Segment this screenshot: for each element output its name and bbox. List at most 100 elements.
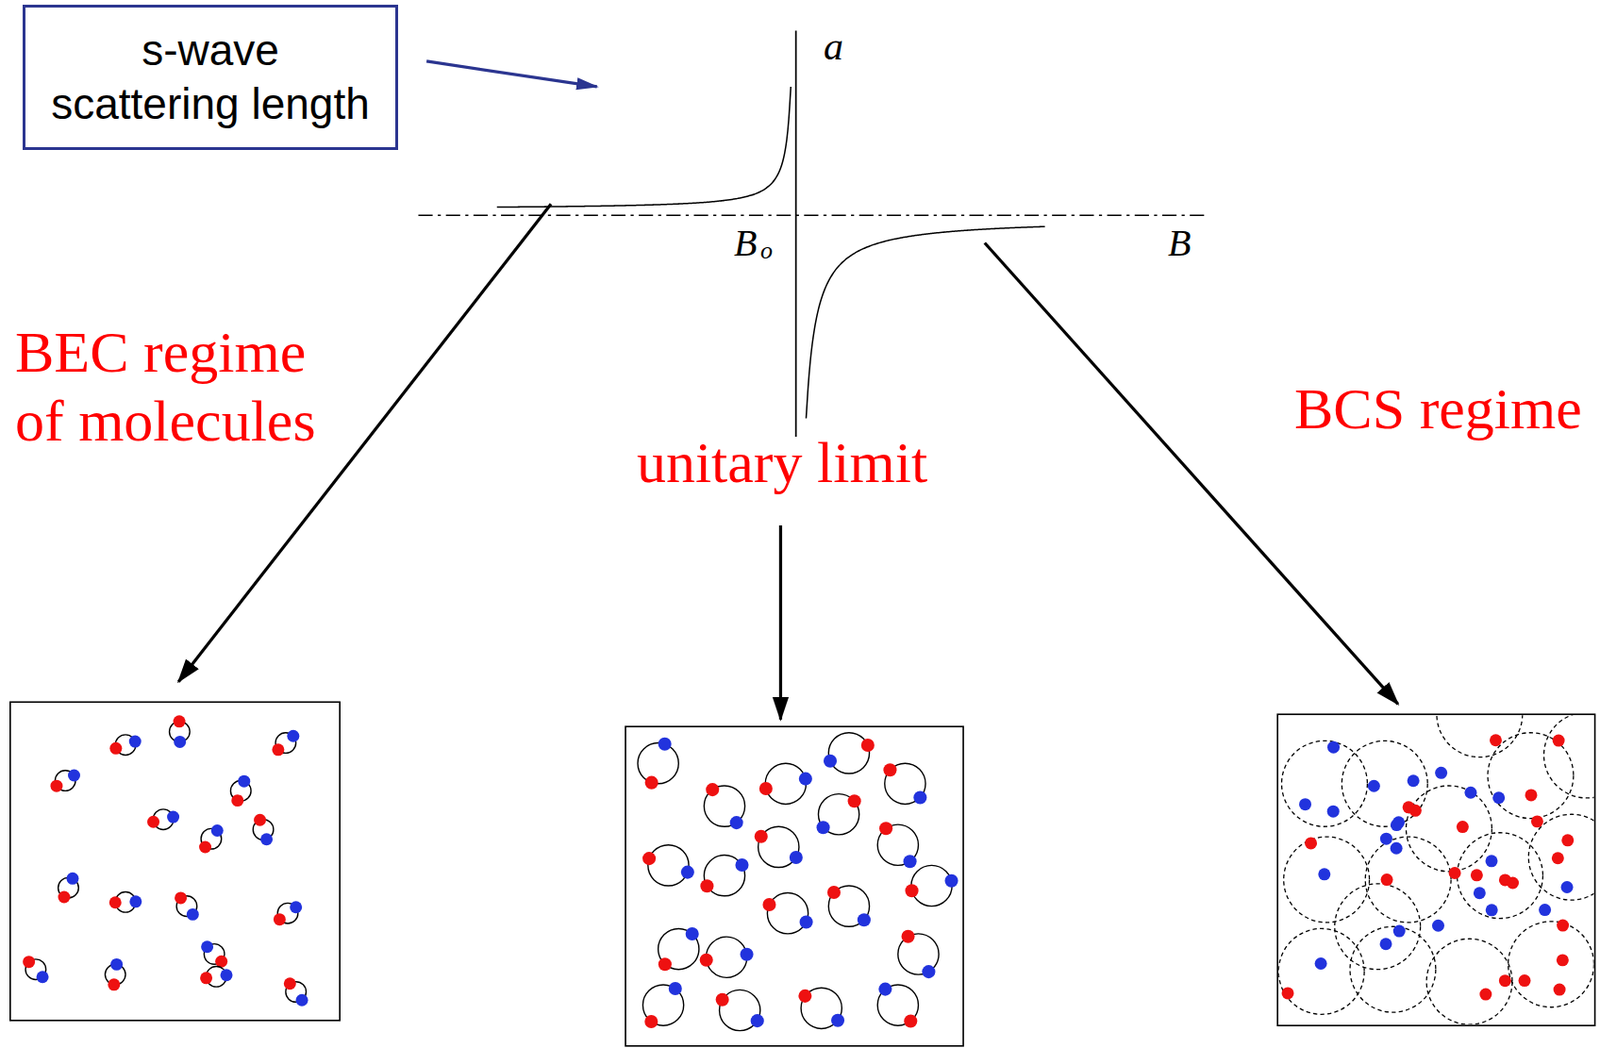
red-atom [57,891,70,904]
red-atom [754,830,768,844]
pair-orbit [1405,785,1492,872]
blue-atom [129,735,142,749]
b-axis [417,215,1204,217]
atom-pair [904,865,958,906]
red-atom [22,955,35,968]
red-atom [759,782,773,796]
callout-box: s-wave scattering length [22,4,399,150]
red-atom [798,989,812,1003]
blue-atom [681,866,695,880]
red-atom [199,840,212,853]
atom [1551,851,1565,865]
atom-pair [200,940,228,968]
pair-orbit [1544,715,1595,799]
regime-label: BCS regime [1294,375,1583,443]
pointer-arrow [426,61,598,87]
blue-atom [799,772,813,786]
atom [1434,766,1448,780]
blue-atom [220,968,234,982]
pair-orbit [1528,814,1594,900]
blue-atom [831,1014,845,1028]
pair-orbit [828,733,869,774]
red-atom [716,993,730,1007]
atom [1432,919,1445,933]
atom [1449,866,1462,880]
red-atom [903,1014,917,1028]
blue-atom [200,940,214,953]
blue-atom [800,915,814,929]
pair-orbit [1487,733,1574,819]
atom [1485,854,1499,867]
atom [1556,953,1569,967]
blue-atom [857,913,871,927]
red-atom [762,898,776,912]
atom-pair [716,989,765,1031]
a-axis [795,30,798,437]
atom-pair [283,977,309,1006]
atom [1282,986,1295,1000]
atom-pair [271,730,300,757]
atom [1492,791,1505,804]
red-atom [109,742,122,755]
atom-pair [252,814,274,846]
atom [1304,836,1317,850]
atom-pair [823,733,875,774]
blue-atom [658,737,672,751]
atom-pair [22,955,49,984]
atom [1327,805,1340,818]
blue-atom [945,874,959,888]
red-atom [109,896,122,909]
atom [1381,873,1394,886]
red-atom [174,891,187,904]
blue-atom [878,983,892,997]
atom [1561,881,1574,894]
axis-label: a [823,23,844,69]
red-atom [879,821,893,835]
atom [1299,798,1312,811]
axis-label: B [733,221,757,266]
red-atom [173,715,186,728]
pair-orbit [1283,836,1370,923]
atom-pair [273,900,302,926]
red-atom [644,1015,658,1029]
atom-pair [754,826,803,867]
red-atom [283,977,297,990]
red-atom [231,794,244,807]
atom [1538,903,1551,917]
atom-pair [199,824,224,853]
atom-pair [50,769,81,793]
red-atom [253,814,267,827]
red-atom [107,978,120,991]
blue-atom [816,820,831,834]
blue-atom [289,900,302,914]
atom [1390,818,1403,832]
regime-label: unitary limit [636,429,928,497]
blue-atom [740,948,754,962]
unitary-pairs [637,733,959,1032]
atom [1402,800,1416,814]
blue-atom [913,790,927,804]
box-text: s-wave scattering length [46,23,375,132]
atom [1470,868,1484,882]
red-atom [273,913,286,926]
atom-pair [700,855,749,897]
atom [1518,974,1532,987]
atom [1473,886,1486,900]
red-atom [883,763,897,777]
red-atom [901,930,916,944]
pair-orbit [637,743,679,784]
blue-atom [750,1014,765,1028]
atom [1556,919,1569,933]
red-atom [658,957,672,971]
atom [1393,925,1406,938]
red-atom [50,780,63,793]
atom-pair [658,927,700,971]
pair-orbit [766,893,808,934]
red-atom [700,953,714,967]
unitary-panel [625,726,964,1047]
atom-pair [104,958,126,991]
regime-label: BEC regime of molecules [15,317,341,456]
atom-pair [147,809,180,831]
